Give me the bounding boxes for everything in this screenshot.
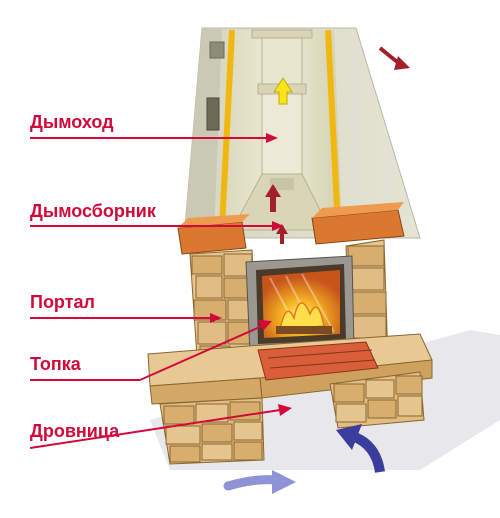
label-woodbox: Дровница	[30, 421, 120, 441]
label-chimney: Дымоход	[30, 112, 114, 132]
hearth-base	[147, 333, 433, 405]
mantel-beam	[177, 202, 405, 255]
label-smoke-collector: Дымосборник	[30, 201, 156, 221]
smoke-arrow-icon	[265, 184, 288, 244]
leader-lines	[29, 133, 292, 449]
woodbox-stones	[159, 371, 425, 465]
label-firebox: Топка	[30, 354, 81, 374]
smoke-arrow-icon	[378, 46, 410, 70]
flue-channel	[218, 29, 342, 231]
flame-icon	[276, 302, 332, 334]
label-portal: Портал	[30, 292, 95, 312]
hot-air-arrow-icon	[273, 77, 293, 105]
cold-air-arrow-icon	[223, 470, 296, 494]
cold-air-arrow-icon	[336, 424, 385, 473]
